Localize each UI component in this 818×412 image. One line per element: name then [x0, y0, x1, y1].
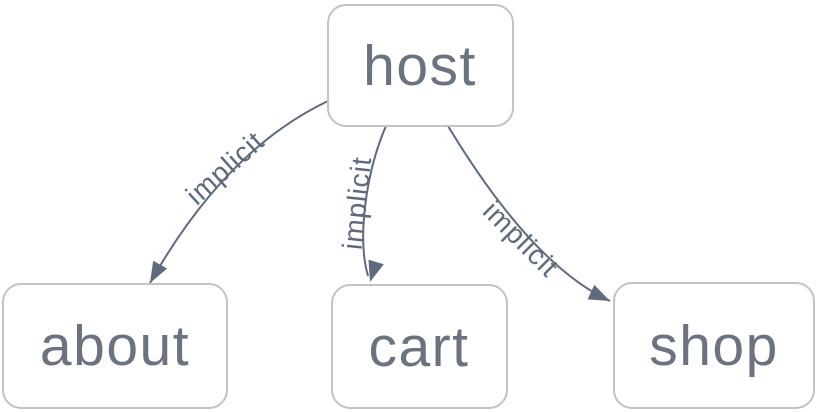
edge-host-about: implicit [149, 100, 329, 284]
node-box-shop[interactable] [613, 282, 815, 409]
node-box-cart[interactable] [331, 284, 508, 409]
edge-label-host-cart: implicit [337, 155, 378, 251]
node-host[interactable]: host [327, 4, 514, 127]
edge-host-cart: implicit [337, 125, 387, 282]
node-group: host about cart shop [2, 4, 815, 409]
edge-line-host-about[interactable] [149, 100, 329, 284]
node-label-host: host [363, 34, 477, 98]
node-box-host[interactable] [327, 4, 514, 127]
node-label-cart: cart [368, 315, 469, 379]
node-about[interactable]: about [2, 283, 228, 409]
arrowhead-cart [368, 259, 384, 282]
node-label-about: about [40, 314, 190, 378]
edge-label-host-shop: implicit [477, 195, 565, 283]
arrowhead-shop [587, 284, 610, 301]
arrowhead-about [150, 260, 168, 283]
edge-host-shop: implicit [447, 125, 611, 302]
node-cart[interactable]: cart [331, 284, 508, 409]
edge-label-host-about: implicit [180, 125, 270, 211]
node-shop[interactable]: shop [613, 282, 815, 409]
edge-line-host-cart[interactable] [362, 125, 387, 277]
edge-group: implicit implicit implicit [149, 100, 611, 302]
edge-line-host-shop[interactable] [447, 125, 611, 302]
node-box-about[interactable] [2, 283, 228, 409]
node-label-shop: shop [649, 314, 779, 378]
